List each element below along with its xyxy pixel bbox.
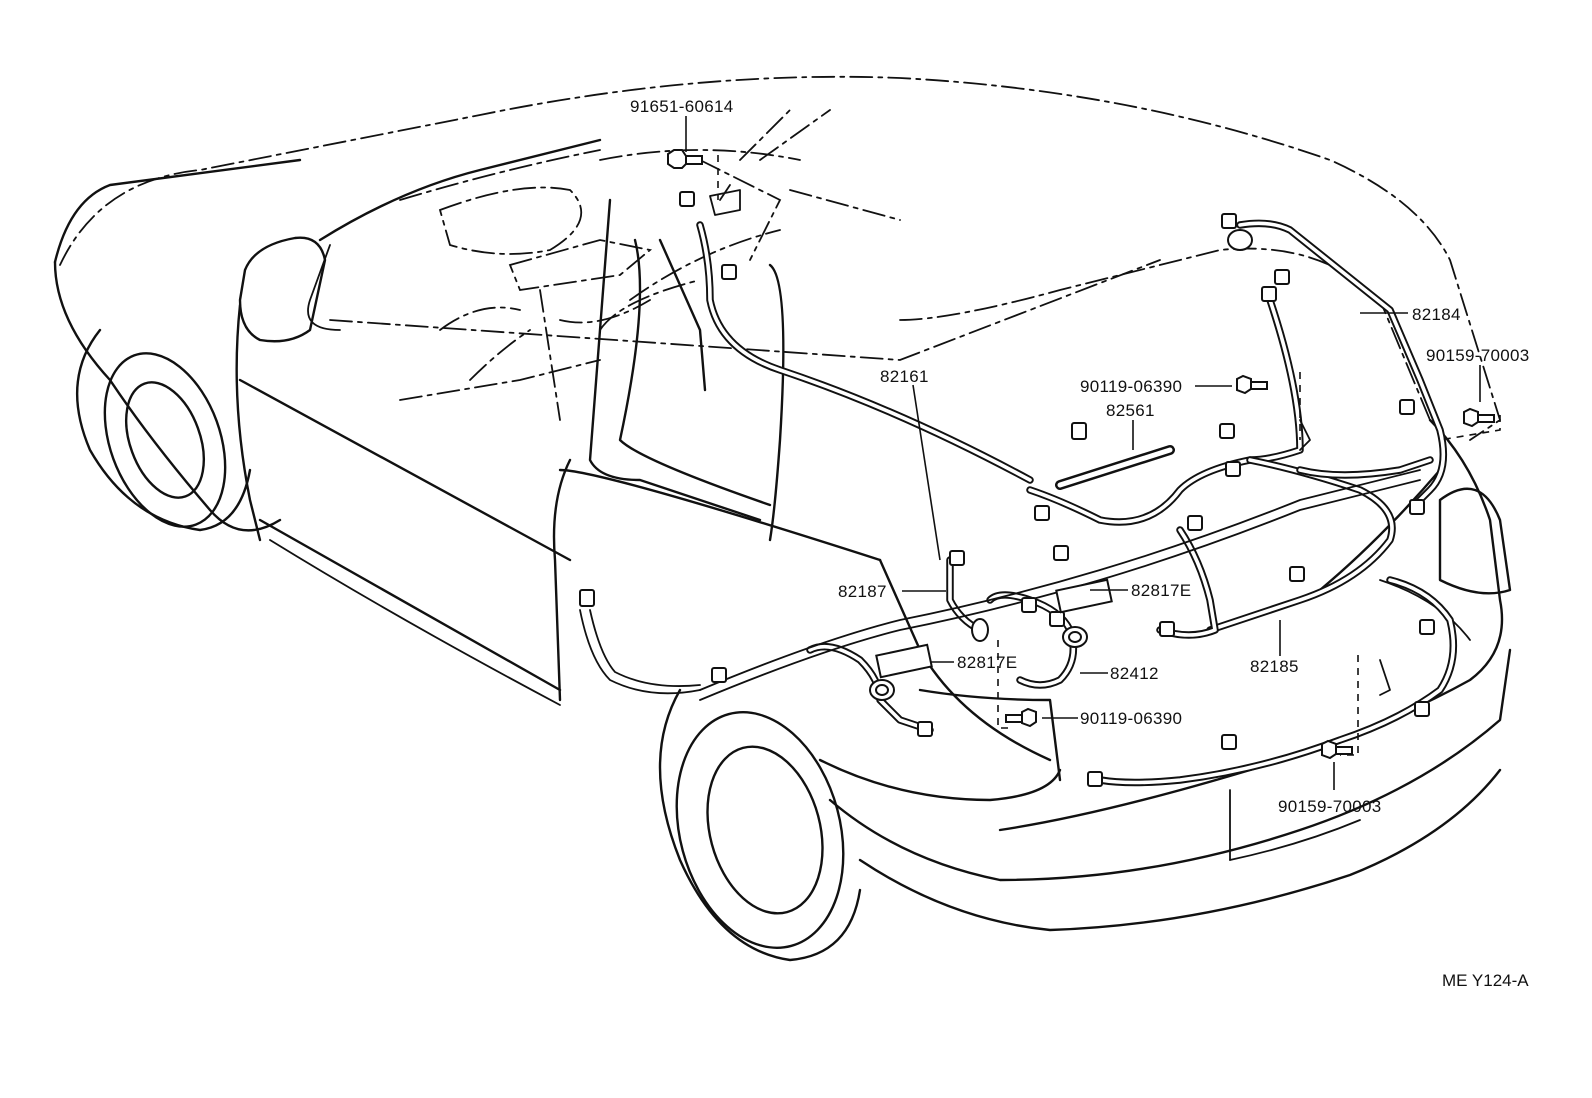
callout-82184: 82184 bbox=[1412, 305, 1461, 324]
connector-icon bbox=[1053, 545, 1069, 561]
callout-82412: 82412 bbox=[1110, 664, 1159, 683]
grommets bbox=[869, 229, 1253, 701]
label-plate-82817e-left bbox=[875, 643, 933, 679]
connector-icon bbox=[579, 589, 595, 607]
connector-icon bbox=[1225, 461, 1241, 477]
connector-icon bbox=[1221, 734, 1237, 750]
grommet-icon bbox=[1062, 626, 1088, 648]
connector-icon bbox=[1159, 621, 1175, 637]
wire-harness-82184 bbox=[1236, 219, 1448, 509]
callout-90119-06390-bottom: 90119-06390 bbox=[1080, 709, 1182, 728]
connector-icon bbox=[711, 667, 727, 683]
bolt-icon bbox=[667, 149, 703, 169]
car-body bbox=[53, 75, 1512, 932]
label-plate-82817e-right bbox=[1055, 578, 1113, 614]
connector-icon bbox=[1187, 515, 1203, 531]
drawing-code: ME Y124-A bbox=[1442, 971, 1529, 990]
wire-harness-82185 bbox=[1026, 296, 1434, 639]
connector-icon bbox=[1087, 771, 1103, 787]
rear-wheel bbox=[658, 688, 862, 962]
connector-icon bbox=[1289, 566, 1305, 582]
connectors bbox=[579, 191, 1435, 787]
clamp-icon bbox=[1379, 659, 1391, 696]
bolt-icon bbox=[1321, 739, 1353, 760]
clamp-icon bbox=[1299, 419, 1311, 451]
connector-icon bbox=[1034, 505, 1050, 521]
connector-icon bbox=[917, 721, 933, 737]
callout-90159-70003-top: 90159-70003 bbox=[1426, 346, 1530, 365]
callout-82561: 82561 bbox=[1106, 401, 1155, 420]
grommet-icon bbox=[1227, 229, 1253, 251]
callout-82161: 82161 bbox=[880, 367, 929, 386]
connector-icon bbox=[1021, 597, 1037, 613]
body-harness bbox=[579, 469, 1421, 701]
front-wheel bbox=[75, 328, 252, 532]
callout-82185: 82185 bbox=[1250, 657, 1299, 676]
callout-91651-60614: 91651-60614 bbox=[630, 97, 734, 116]
clamp-icon bbox=[709, 184, 741, 216]
grommet-icon bbox=[971, 618, 989, 642]
connector-icon bbox=[1221, 213, 1237, 229]
callout-90119-06390-top: 90119-06390 bbox=[1080, 377, 1182, 396]
connector-icon bbox=[1414, 701, 1430, 717]
leader-lines bbox=[685, 116, 1481, 790]
interior bbox=[329, 109, 1161, 421]
bolt-icon bbox=[1463, 407, 1495, 428]
connector-icon bbox=[1049, 611, 1065, 627]
indicator-lines bbox=[717, 155, 1501, 756]
wire-harness-82412 bbox=[1096, 576, 1458, 787]
connector-icon bbox=[1274, 269, 1290, 285]
callout-90159-70003-bottom: 90159-70003 bbox=[1278, 797, 1382, 816]
connector-icon bbox=[1219, 423, 1235, 439]
connector-icon bbox=[1419, 619, 1435, 635]
connector-icon bbox=[1071, 422, 1087, 440]
callout-82187: 82187 bbox=[838, 582, 887, 601]
bolt-icon bbox=[1236, 374, 1268, 395]
protector-82561 bbox=[1055, 445, 1175, 490]
grommet-icon bbox=[869, 679, 895, 701]
connector-icon bbox=[1399, 399, 1415, 415]
connector-icon bbox=[679, 191, 695, 207]
connector-icon bbox=[1261, 286, 1277, 302]
callout-82817e-right: 82817E bbox=[1131, 581, 1191, 600]
connector-icon bbox=[1409, 499, 1425, 515]
bolt-icon bbox=[1005, 707, 1037, 728]
wire-harness-82161 bbox=[696, 221, 1034, 484]
connector-icon bbox=[949, 550, 965, 566]
callout-82817e-left: 82817E bbox=[957, 653, 1017, 672]
connector-icon bbox=[721, 264, 737, 280]
